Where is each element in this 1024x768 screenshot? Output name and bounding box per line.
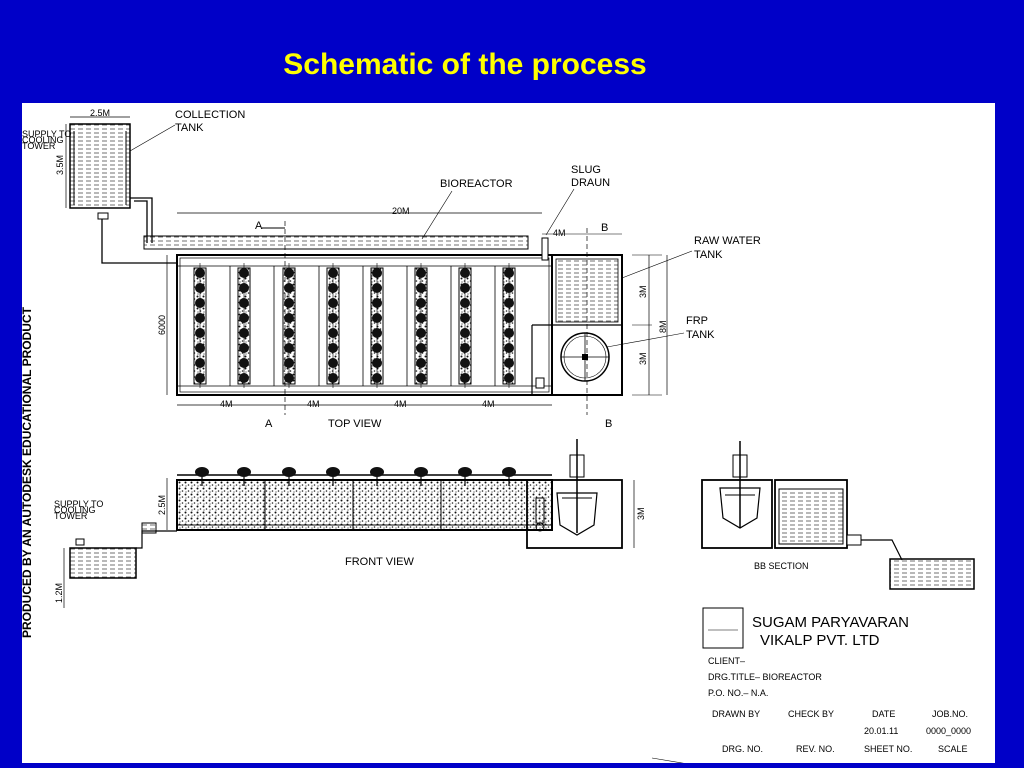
bioreactor-media-columns xyxy=(193,263,516,388)
title-block-rev-no: REV. NO. xyxy=(796,744,835,754)
title-block xyxy=(702,607,744,649)
dim-frp-3m: 3M xyxy=(638,352,648,365)
label-raw-water-1: RAW WATER xyxy=(694,235,761,247)
dim-raw-water-3m: 3M xyxy=(638,285,648,298)
media-column xyxy=(458,263,472,388)
label-frp-1: FRP xyxy=(686,315,708,327)
aerator xyxy=(502,467,516,486)
label-supply-cooling-front-1: SUPPLY TO xyxy=(54,499,103,509)
label-collection-tank-1: COLLECTION xyxy=(175,109,245,121)
frp-tank xyxy=(560,332,610,382)
front-agitator xyxy=(556,439,598,536)
dim-sump-1-2m: 1.2M xyxy=(54,583,64,603)
aerator xyxy=(195,467,209,486)
label-frp-2: TANK xyxy=(686,329,715,341)
media-column xyxy=(370,263,384,388)
dim-total-8m: 8M xyxy=(658,320,668,333)
dim-front-2-5m: 2.5M xyxy=(157,495,167,515)
collection-tank xyxy=(69,116,131,209)
media-column xyxy=(237,263,251,388)
aerator xyxy=(237,467,251,486)
media-column xyxy=(502,263,516,388)
dim-collection-width: 2.5M xyxy=(90,108,110,118)
dim-bioreactor-length: 20M xyxy=(392,206,410,216)
section-a-top: A xyxy=(255,220,263,232)
company-name-line2: VIKALP PVT. LTD xyxy=(760,632,880,649)
label-slug-draun-1: SLUG xyxy=(571,164,601,176)
label-top-view: TOP VIEW xyxy=(328,418,382,430)
title-block-scale: SCALE xyxy=(938,744,968,754)
label-supply-cooling-front-3: TOWER xyxy=(54,511,88,521)
title-block-sheet-no: SHEET NO. xyxy=(864,744,912,754)
dim-4m-1: 4M xyxy=(220,399,233,409)
title-block-drg-title: DRG.TITLE– BIOREACTOR xyxy=(708,672,822,682)
label-supply-cooling-front-2: COOLING xyxy=(54,505,96,515)
media-column xyxy=(193,263,207,388)
aerator xyxy=(458,467,472,486)
label-slug-draun-2: DRAUN xyxy=(571,177,610,189)
aerator xyxy=(370,467,384,486)
engineering-drawing: PRODUCED BY AN AUTODESK EDUCATIONAL PROD… xyxy=(22,103,995,763)
title-block-check-by: CHECK BY xyxy=(788,709,834,719)
title-block-job-value: 0000_0000 xyxy=(926,726,971,736)
dim-slug-4m: 4M xyxy=(553,228,566,238)
media-column xyxy=(282,263,296,388)
title-block-job-label: JOB.NO. xyxy=(932,709,968,719)
front-view-aerators xyxy=(195,467,516,486)
title-block-drawn-by: DRAWN BY xyxy=(712,709,760,719)
section-b-top: B xyxy=(601,222,608,234)
dim-4m-2: 4M xyxy=(307,399,320,409)
title-block-drg-no: DRG. NO. xyxy=(722,744,763,754)
label-collection-tank-2: TANK xyxy=(175,122,204,134)
dim-front-3m: 3M xyxy=(636,507,646,520)
label-front-view: FRONT VIEW xyxy=(345,556,414,568)
label-supply-cooling-1: SUPPLY TO xyxy=(22,129,71,139)
raw-water-tank xyxy=(531,254,623,396)
title-block-date-value: 20.01.11 xyxy=(864,726,898,736)
dim-bioreactor-width: 6000 xyxy=(157,315,167,335)
label-bioreactor: BIOREACTOR xyxy=(440,178,513,190)
company-name-line1: SUGAM PARYAVARAN xyxy=(752,614,909,631)
watermark-text: PRODUCED BY AN AUTODESK EDUCATIONAL PROD… xyxy=(22,306,34,638)
dim-4m-3: 4M xyxy=(394,399,407,409)
label-raw-water-2: TANK xyxy=(694,249,723,261)
slide-title: Schematic of the process xyxy=(283,48,647,81)
section-a-bottom: A xyxy=(265,418,273,430)
aerator xyxy=(414,467,428,486)
label-bb-section: BB SECTION xyxy=(754,561,809,571)
label-supply-cooling-3: TOWER xyxy=(22,141,56,151)
bb-agitator xyxy=(719,441,761,529)
aerator xyxy=(282,467,296,486)
media-column xyxy=(326,263,340,388)
dim-collection-height: 3.5M xyxy=(55,155,65,175)
title-block-po-no: P.O. NO.– N.A. xyxy=(708,688,768,698)
aerator xyxy=(326,467,340,486)
label-supply-cooling-2: COOLING xyxy=(22,135,64,145)
title-block-client: CLIENT– xyxy=(708,656,745,666)
title-block-date-label: DATE xyxy=(872,709,895,719)
section-b-bottom: B xyxy=(605,418,612,430)
dim-4m-4: 4M xyxy=(482,399,495,409)
media-column xyxy=(414,263,428,388)
